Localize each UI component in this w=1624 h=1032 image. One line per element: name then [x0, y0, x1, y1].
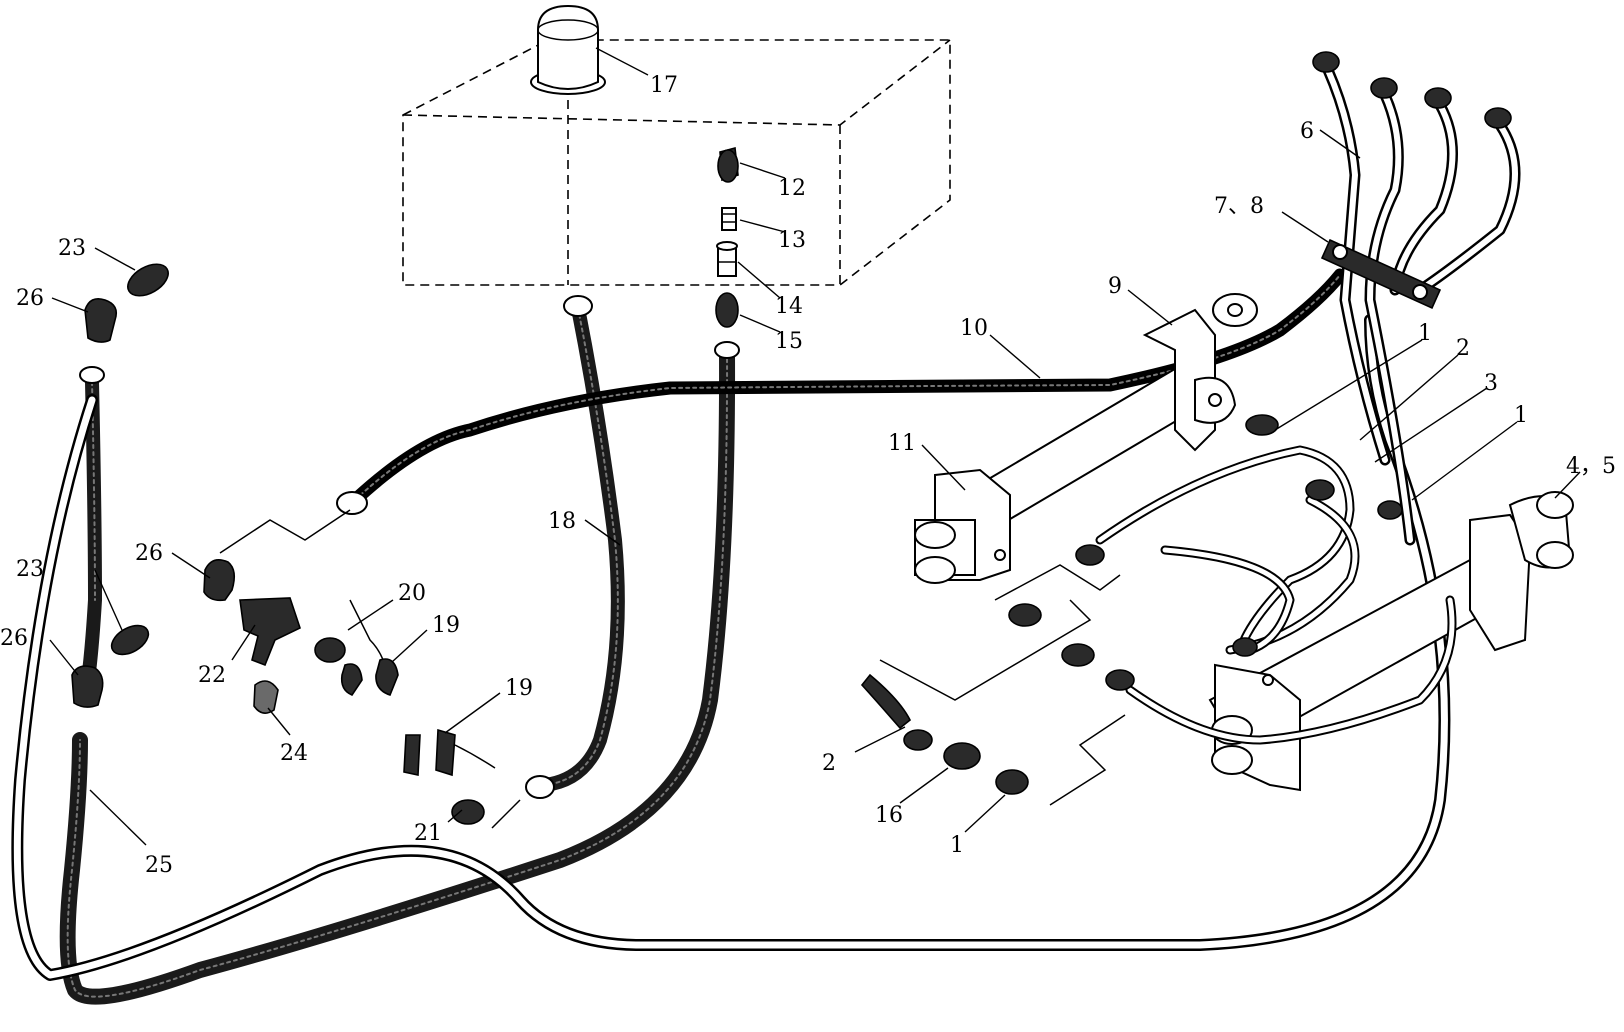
- callout-17: 17: [650, 73, 678, 98]
- callout-9: 9: [1108, 274, 1122, 299]
- callout-16: 16: [875, 803, 903, 828]
- callout-11: 11: [888, 431, 916, 456]
- callout-labels: 17 12 13 14 15 6 7、8 9 10 1 2 3 1 4，5 11…: [0, 73, 1616, 878]
- elbow-part-26-lower: [71, 665, 104, 708]
- fitting-part-1-middle: [1008, 603, 1042, 627]
- callout-23-lower: 23: [16, 557, 44, 582]
- oil-tank: [402, 39, 951, 286]
- fitting-part-1-lower: [995, 769, 1029, 795]
- fitting-part-elbow-middle: [1061, 643, 1095, 667]
- callout-15: 15: [775, 329, 803, 354]
- clip-part-19-lower: [403, 728, 496, 777]
- callout-10: 10: [960, 316, 988, 341]
- clamp-part-7-8: [1320, 238, 1442, 310]
- callout-1-upper: 1: [1418, 321, 1432, 346]
- assembly-guide-lines: [219, 509, 1126, 829]
- callout-19-upper: 19: [432, 613, 460, 638]
- callout-leaders: [49, 47, 1581, 846]
- callout-26-upper: 26: [16, 286, 44, 311]
- hose-bundle-part-6: [1312, 51, 1521, 546]
- fitting-part-2-lower: [860, 673, 933, 751]
- fitting-part-23-lower: [110, 624, 150, 656]
- elbow-part-26-upper: [84, 297, 118, 343]
- tee-part-22: [239, 597, 301, 667]
- fitting-part-13: [721, 207, 737, 231]
- callout-1-right: 1: [1514, 403, 1528, 428]
- fitting-part-23-upper: [127, 263, 169, 297]
- fitting-part-1-upper: [1245, 414, 1279, 436]
- fitting-part-12: [717, 146, 739, 183]
- callout-26-middle: 26: [135, 541, 163, 566]
- callout-6: 6: [1300, 119, 1314, 144]
- hose-part-10: [336, 268, 1347, 515]
- fitting-part-15: [715, 292, 739, 328]
- nut-part-21: [451, 799, 485, 825]
- filler-cap-part-17: [530, 4, 606, 95]
- fitting-part-14: [716, 241, 738, 277]
- callout-24: 24: [280, 741, 308, 766]
- callout-13: 13: [778, 228, 806, 253]
- callout-23-upper: 23: [58, 236, 86, 261]
- hoses-part-1-2-3: [1075, 445, 1457, 745]
- callout-1-lower: 1: [950, 833, 964, 858]
- callout-2-lower: 2: [822, 751, 836, 776]
- callout-2-upper: 2: [1456, 336, 1470, 361]
- plug-part-24: [253, 680, 279, 714]
- clip-part-19-upper: [340, 658, 399, 696]
- callout-18: 18: [548, 509, 576, 534]
- callout-22: 22: [198, 663, 226, 688]
- callout-4-5: 4，5: [1566, 454, 1616, 479]
- cylinder-part-11: [914, 293, 1258, 584]
- callout-7-8: 7、8: [1214, 194, 1264, 219]
- callout-21: 21: [414, 821, 442, 846]
- hose-part-18: [525, 295, 625, 799]
- fitting-part-16: [943, 742, 981, 770]
- hose-part-25: [79, 366, 105, 687]
- callout-26-lower: 26: [0, 626, 28, 651]
- cylinder-part-4-5: [1208, 491, 1574, 792]
- elbow-part-26-middle: [203, 559, 236, 602]
- callout-3: 3: [1484, 371, 1498, 396]
- hose-long-pressure: [59, 341, 740, 1005]
- callout-14: 14: [775, 294, 803, 319]
- callout-25: 25: [145, 853, 173, 878]
- washer-part-20: [314, 599, 386, 666]
- callout-20: 20: [398, 581, 426, 606]
- callout-19-lower: 19: [505, 676, 533, 701]
- callout-12: 12: [778, 176, 806, 201]
